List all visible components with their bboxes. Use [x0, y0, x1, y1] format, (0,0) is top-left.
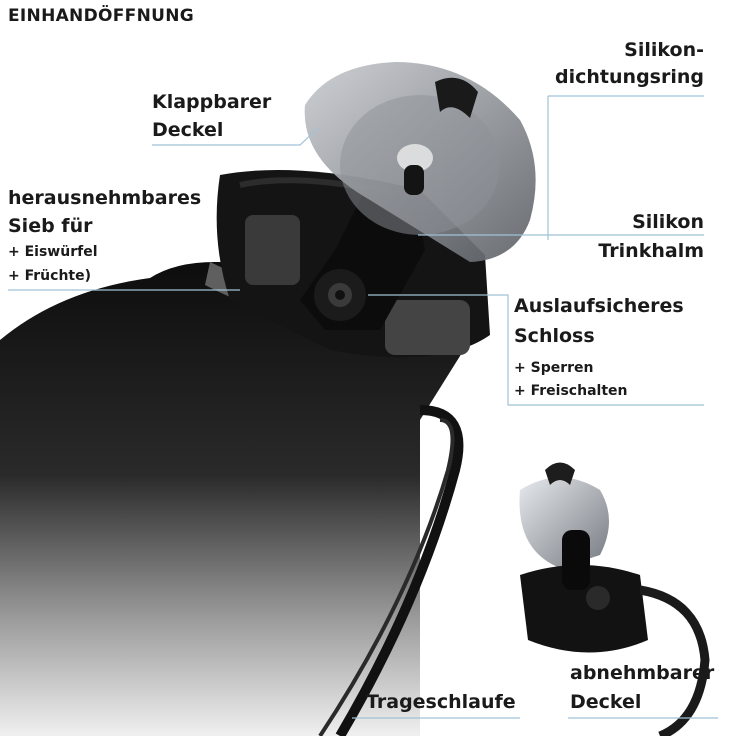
page-title: EINHANDÖFFNUNG	[8, 6, 194, 26]
label-schloss-line2: Schloss	[514, 325, 595, 347]
label-schloss-item2: + Freischalten	[514, 383, 628, 399]
leader-lines	[8, 95, 718, 719]
label-trageschlaufe: Trageschlaufe	[366, 691, 516, 713]
label-schloss-item1: + Sperren	[514, 360, 594, 376]
label-klappbarer-deckel-line1: Klappbarer	[152, 91, 272, 113]
label-silikondichtungsring-line1: Silikon-	[624, 39, 704, 61]
label-klappbarer-deckel-line2: Deckel	[152, 119, 224, 141]
label-sieb-item2: + Früchte)	[8, 268, 91, 284]
label-sieb-line1: herausnehmbares	[8, 187, 202, 209]
label-sieb-line2: Sieb für	[8, 215, 93, 237]
label-abnehmbarer-deckel-line1: abnehmbarer	[570, 662, 715, 684]
label-abnehmbarer-deckel-line2: Deckel	[570, 691, 642, 713]
detached-lid	[519, 462, 710, 736]
label-silikondichtungsring-line2: dichtungsring	[555, 66, 704, 88]
label-sieb-item1: + Eiswürfel	[8, 244, 98, 260]
label-silikon-trinkhalm-line2: Trinkhalm	[598, 240, 704, 262]
carry-strap	[318, 405, 464, 736]
flip-lid	[304, 62, 536, 262]
label-schloss-line1: Auslaufsicheres	[514, 295, 684, 317]
label-silikon-trinkhalm-line1: Silikon	[632, 211, 704, 233]
